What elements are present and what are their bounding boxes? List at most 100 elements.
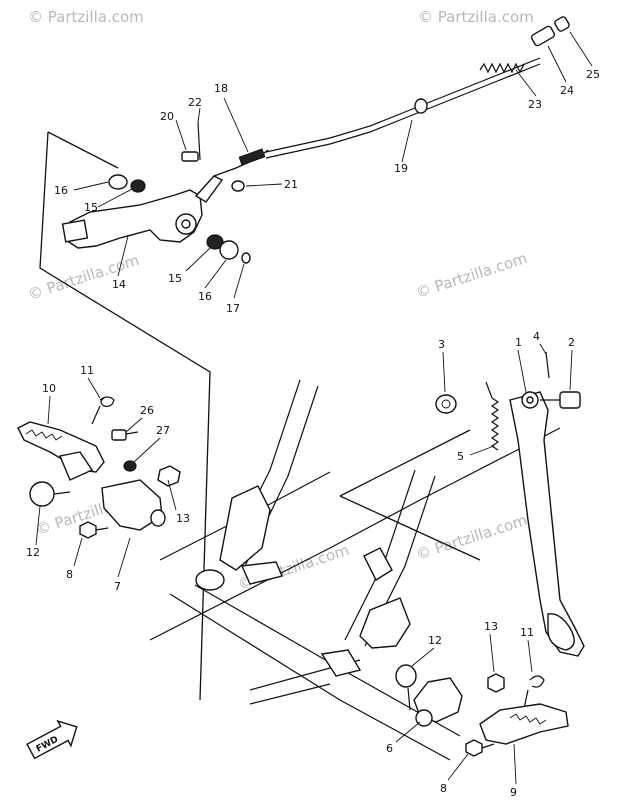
leader-line — [411, 647, 435, 667]
watermark: © Partzilla.com — [418, 8, 534, 26]
rod-joint — [530, 25, 556, 47]
callout-11: 11 — [80, 364, 94, 377]
watermark: © Partzilla.com — [28, 8, 144, 26]
callout-16: 16 — [54, 184, 68, 197]
nut-hole — [441, 399, 451, 409]
frame-tube — [169, 593, 451, 761]
leader-line — [204, 259, 227, 289]
callout-12: 12 — [26, 546, 40, 559]
callout-26: 26 — [140, 404, 154, 417]
leader-line — [117, 537, 131, 578]
adjusting-nut — [554, 16, 570, 32]
callout-4: 4 — [533, 330, 540, 343]
leader-line — [185, 247, 211, 272]
footrest-bracket — [101, 479, 163, 531]
bolt — [465, 739, 483, 757]
brake-pedal — [65, 189, 203, 249]
sidestand-foot — [547, 613, 575, 651]
leader-line — [447, 753, 469, 781]
bolt-head — [111, 429, 127, 441]
callout-22: 22 — [188, 96, 202, 109]
footrest-teeth — [509, 713, 547, 725]
pin-shank — [407, 687, 411, 711]
leader-lines — [35, 31, 593, 785]
callout-8: 8 — [66, 568, 73, 581]
nut — [487, 673, 505, 693]
footrest — [479, 703, 569, 745]
sidestand-assembly — [435, 351, 585, 657]
forward-arrow: FWD — [26, 719, 78, 760]
leader-line — [233, 263, 245, 299]
leader-line — [527, 639, 533, 673]
footrest-mount — [320, 649, 362, 677]
pedal-pivot-hole — [181, 219, 191, 229]
pin — [29, 481, 55, 507]
leader-line — [469, 445, 495, 456]
pin-shank — [53, 491, 71, 495]
pin — [395, 664, 417, 688]
assembly-outline — [39, 131, 211, 701]
callout-3: 3 — [438, 338, 445, 351]
callout-8: 8 — [440, 782, 447, 795]
watermarks: © Partzilla.com © Partzilla.com © Partzi… — [26, 8, 534, 594]
leader-line — [245, 183, 283, 187]
callout-12: 12 — [428, 634, 442, 647]
spring-leg — [91, 405, 101, 425]
callout-16: 16 — [198, 290, 212, 303]
pin — [181, 151, 199, 162]
oil-seal — [130, 179, 146, 193]
sidestand-spring — [490, 397, 500, 451]
frame-gusset — [363, 547, 393, 582]
washer — [108, 174, 128, 190]
callout-13: 13 — [484, 620, 498, 633]
leader-line — [97, 187, 135, 208]
right-footrest-assembly — [395, 664, 569, 757]
frame-tube — [149, 427, 561, 641]
callout-15: 15 — [84, 201, 98, 214]
bolt-shank — [95, 527, 109, 531]
nut — [435, 394, 457, 414]
bracket-boss — [150, 509, 166, 527]
callout-9: 9 — [510, 786, 517, 799]
callout-15: 15 — [168, 272, 182, 285]
watermark: © Partzilla.com — [414, 249, 530, 302]
frame-bracket — [219, 485, 271, 571]
callout-14: 14 — [112, 278, 126, 291]
footrest-teeth — [25, 429, 63, 441]
leader-line — [569, 349, 573, 391]
cotter-pin — [197, 121, 201, 161]
leader-line — [133, 437, 161, 463]
rod-collar — [414, 98, 428, 114]
callout-numbers: 1 2 3 4 5 6 7 8 8 9 10 11 11 12 12 13 13… — [26, 68, 600, 799]
assembly-outline — [47, 131, 119, 169]
callout-24: 24 — [560, 84, 574, 97]
callout-20: 20 — [160, 110, 174, 123]
leader-line — [73, 537, 83, 567]
leader-line — [401, 119, 413, 163]
leader-outline — [339, 429, 471, 497]
frame-tube — [249, 683, 331, 705]
leader-line — [442, 351, 446, 393]
frame-bracket — [359, 597, 411, 649]
callout-19: 19 — [394, 162, 408, 175]
callout-1: 1 — [515, 336, 522, 349]
callout-17: 17 — [226, 302, 240, 315]
frame-tube — [159, 471, 331, 561]
callout-27: 27 — [156, 424, 170, 437]
bolt — [79, 521, 97, 539]
rod-spring — [479, 62, 525, 74]
spring-hook — [485, 381, 493, 399]
washer — [219, 240, 239, 260]
cotter-pin — [545, 351, 550, 379]
washer — [231, 180, 245, 192]
brake-pedal-assembly — [39, 16, 570, 701]
brake-rod — [265, 63, 541, 159]
leader-line — [223, 97, 249, 153]
callout-2: 2 — [568, 336, 575, 349]
leader-line — [167, 479, 177, 511]
callout-11: 11 — [520, 626, 534, 639]
pivot-bolt — [559, 391, 581, 409]
brake-rod — [265, 57, 541, 153]
callout-18: 18 — [214, 82, 228, 95]
